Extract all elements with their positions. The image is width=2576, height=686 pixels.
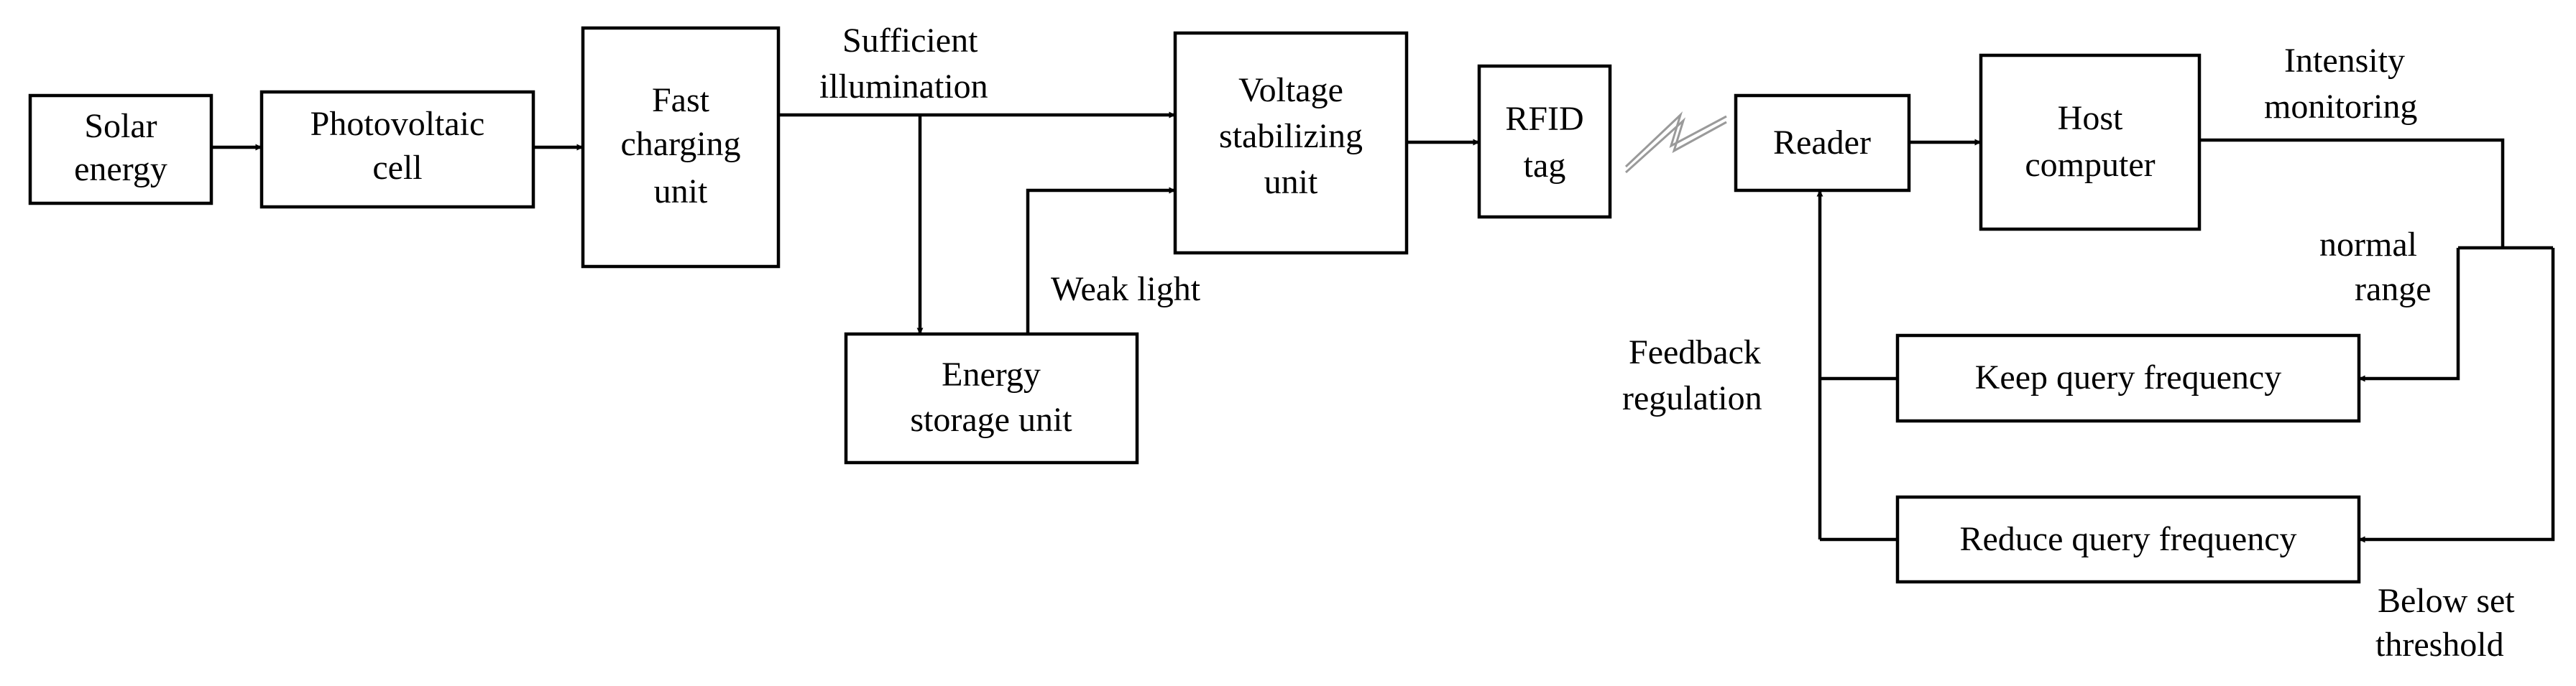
rfid-tag-label-2: tag xyxy=(1524,147,1566,185)
keep-query-frequency-box: Keep query frequency xyxy=(1895,333,2361,423)
wireless-link-icon xyxy=(1624,111,1727,174)
label-below-threshold-2: threshold xyxy=(2375,626,2504,664)
energy-storage-unit-box: Energy storage unit xyxy=(844,332,1139,465)
photovoltaic-cell-label-1: Photovoltaic xyxy=(310,105,485,143)
label-sufficient-2: illumination xyxy=(819,68,988,106)
rfid-tag-box: RFID tag xyxy=(1477,64,1612,219)
fast-charging-label-1: Fast xyxy=(652,81,710,119)
voltage-stabilizing-label-2: stabilizing xyxy=(1219,117,1363,155)
label-normal-range-1: normal xyxy=(2319,226,2417,264)
voltage-stabilizing-label-3: unit xyxy=(1264,163,1318,201)
reduce-query-frequency-box: Reduce query frequency xyxy=(1895,495,2361,584)
reader-label: Reader xyxy=(1773,124,1871,162)
solar-energy-box: Solar energy xyxy=(28,93,213,205)
line-intensity-monitoring xyxy=(2199,138,2505,248)
fast-charging-unit-box: Fast charging unit xyxy=(581,26,781,269)
arrow-storage-to-voltage xyxy=(1026,187,1176,334)
label-intensity-2: monitoring xyxy=(2264,88,2417,126)
arrow-below-threshold-to-reduce xyxy=(2358,248,2555,543)
host-computer-label-1: Host xyxy=(2058,99,2123,137)
label-normal-range-2: range xyxy=(2355,270,2432,308)
fast-charging-label-3: unit xyxy=(654,172,708,210)
solar-energy-label-1: Solar xyxy=(84,107,157,145)
label-feedback-1: Feedback xyxy=(1629,333,1761,371)
label-intensity-1: Intensity xyxy=(2284,42,2405,80)
energy-storage-label-2: storage unit xyxy=(910,401,1072,439)
fast-charging-label-2: charging xyxy=(620,125,740,163)
voltage-stabilizing-unit-box: Voltage stabilizing unit xyxy=(1173,31,1409,255)
photovoltaic-cell-box: Photovoltaic cell xyxy=(259,90,535,209)
rfid-tag-label-1: RFID xyxy=(1505,100,1583,138)
label-feedback-2: regulation xyxy=(1622,379,1762,417)
solar-energy-label-2: energy xyxy=(74,150,167,188)
label-weak-light: Weak light xyxy=(1051,270,1201,308)
energy-storage-label-1: Energy xyxy=(942,356,1041,394)
host-computer-box: Host computer xyxy=(1979,53,2202,231)
photovoltaic-cell-label-2: cell xyxy=(372,149,422,187)
host-computer-label-2: computer xyxy=(2025,146,2155,184)
reader-box: Reader xyxy=(1734,93,1911,193)
reduce-query-frequency-label: Reduce query frequency xyxy=(1959,520,2296,558)
label-sufficient-1: Sufficient xyxy=(842,22,978,60)
keep-query-frequency-label: Keep query frequency xyxy=(1975,358,2281,397)
arrow-normal-range-to-keep xyxy=(2358,248,2460,382)
label-below-threshold-1: Below set xyxy=(2378,582,2515,620)
voltage-stabilizing-label-1: Voltage xyxy=(1238,71,1343,109)
